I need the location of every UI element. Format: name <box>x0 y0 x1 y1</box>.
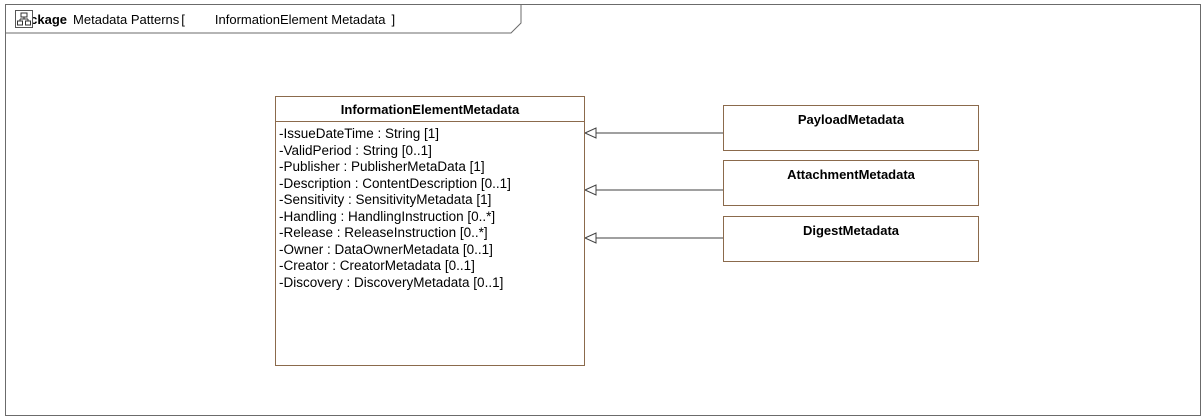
attribute-owner: -Owner : DataOwnerMetadata [0..1] <box>279 241 493 257</box>
attribute-description: -Description : ContentDescription [0..1] <box>279 175 511 191</box>
attribute-sensitivity: -Sensitivity : SensitivityMetadata [1] <box>279 192 492 207</box>
attribute-creator: -Creator : CreatorMetadata [0..1] <box>279 258 475 273</box>
attribute-valid-period: -ValidPeriod : String [0..1] <box>279 142 432 158</box>
attribute-discovery: -Discovery : DiscoveryMetadata [0..1] <box>279 274 504 290</box>
attribute-publisher: -Publisher : PublisherMetaData [1] <box>279 159 485 174</box>
class-attachment-metadata[interactable]: AttachmentMetadata <box>723 160 979 206</box>
diagram-name: InformationElement Metadata <box>214 11 386 27</box>
package-frame: package Metadata Patterns [ InformationE… <box>5 4 1201 416</box>
attribute-release: -Release : ReleaseInstruction [0..*] <box>279 225 488 240</box>
attachment-generalization-arrowhead <box>583 184 597 196</box>
digest-generalization-arrowhead <box>583 232 597 244</box>
class-name: AttachmentMetadata <box>787 167 915 182</box>
payload-generalization-arrowhead <box>583 127 597 139</box>
package-name: Metadata Patterns <box>73 11 180 27</box>
attribute-handling: -Handling : HandlingInstruction [0..*] <box>279 208 496 224</box>
class-digest-metadata[interactable]: DigestMetadata <box>723 216 979 262</box>
class-diagram-icon <box>15 10 209 28</box>
bracket-open: [ <box>181 11 185 27</box>
class-payload-metadata[interactable]: PayloadMetadata <box>723 105 979 151</box>
class-name: DigestMetadata <box>802 223 900 238</box>
attribute-compartment: -IssueDateTime : String [1] -ValidPeriod… <box>276 122 584 291</box>
bracket-close: ] <box>391 11 396 27</box>
class-name: InformationElementMetadata <box>276 97 584 122</box>
class-name: PayloadMetadata <box>797 112 905 127</box>
frame-label: package Metadata Patterns [ InformationE… <box>15 10 397 28</box>
class-information-element-metadata[interactable]: InformationElementMetadata -IssueDateTim… <box>275 96 585 366</box>
frame-tab-outline <box>6 5 522 34</box>
attribute-issue-date-time: -IssueDateTime : String [1] <box>279 126 440 141</box>
